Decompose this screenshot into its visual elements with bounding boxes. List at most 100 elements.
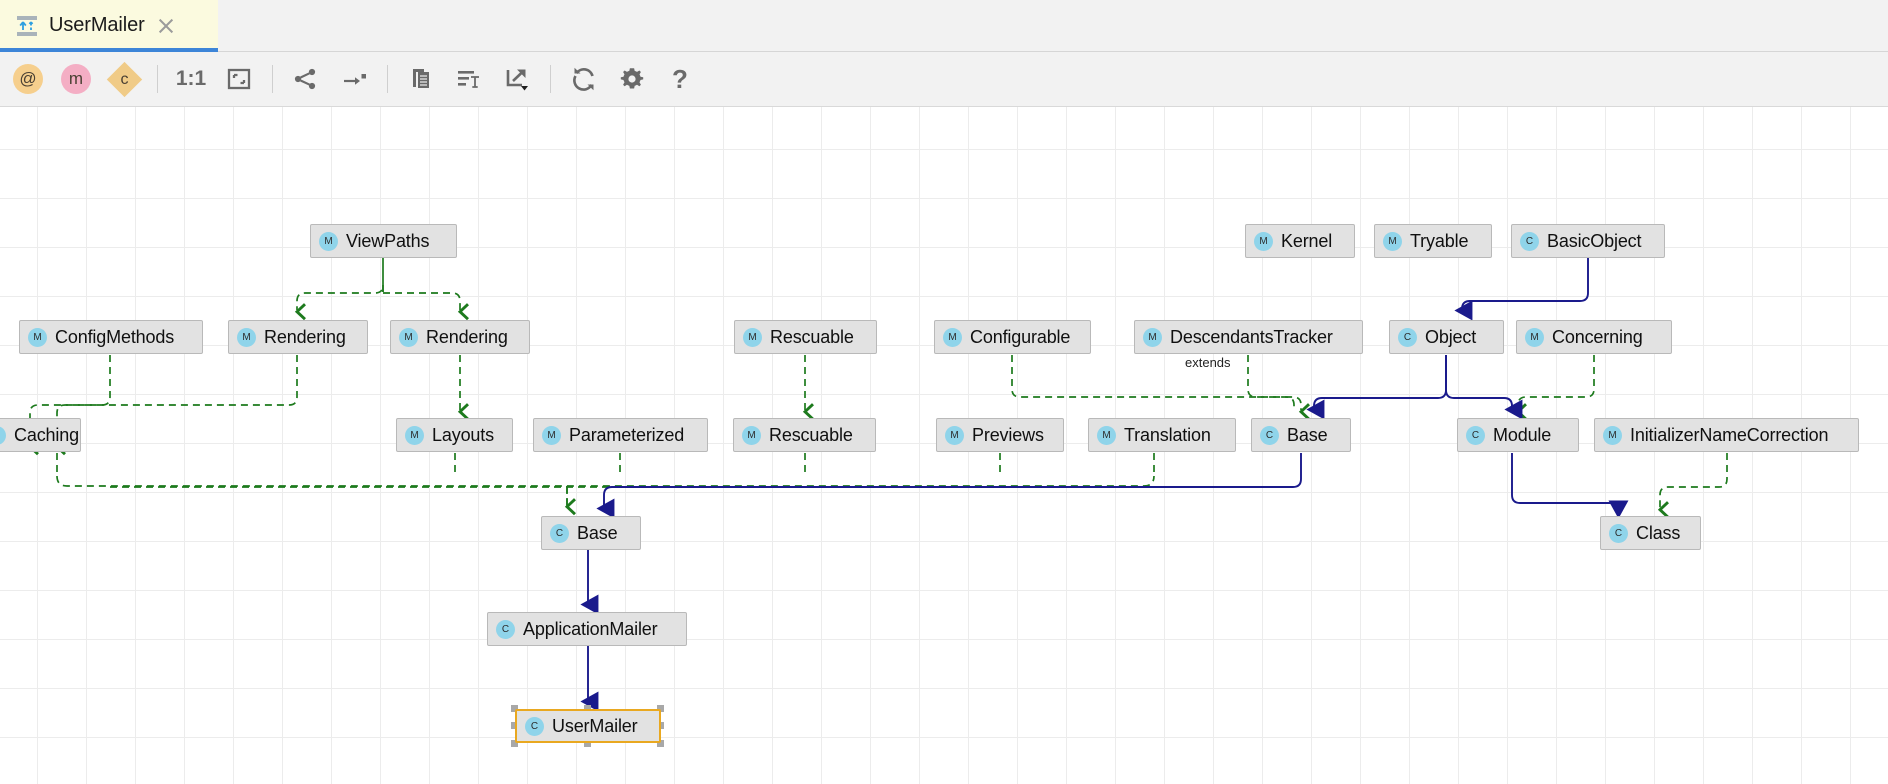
diagram-node-label: Rendering [264, 326, 346, 347]
edge-label-extends: extends [1185, 355, 1231, 370]
diagram-node-label: InitializerNameCorrection [1630, 424, 1829, 445]
diagram-node-concerning[interactable]: M Concerning [1516, 320, 1672, 354]
class-icon: C [550, 523, 569, 543]
diagram-node-initializername[interactable]: M InitializerNameCorrection [1594, 418, 1859, 452]
export-button[interactable] [493, 55, 541, 103]
selection-handle[interactable] [511, 705, 518, 712]
module-icon: M [743, 327, 762, 347]
diagram-node-label: Translation [1124, 424, 1211, 445]
show-constructors-button[interactable]: c [100, 55, 148, 103]
diagram-node-label: Base [1287, 424, 1328, 445]
diagram-node-tryable[interactable]: M Tryable [1374, 224, 1492, 258]
one-to-one-icon: 1:1 [175, 67, 207, 90]
toolbar-separator [157, 65, 158, 93]
diagram-node-applicationmailer[interactable]: C ApplicationMailer [487, 612, 687, 646]
fit-icon [227, 68, 251, 90]
diagram-node-label: Layouts [432, 424, 494, 445]
toolbar-separator [550, 65, 551, 93]
editor-tab-bar: UserMailer [0, 0, 1888, 52]
close-icon[interactable] [155, 15, 177, 37]
diagram-node-label: Object [1425, 326, 1477, 347]
diagram-node-base_main[interactable]: C Base [541, 516, 641, 550]
diagram-node-label: Parameterized [569, 424, 685, 445]
class-icon: C [1466, 425, 1485, 445]
selection-handle[interactable] [657, 705, 664, 712]
editor-tab-label: UserMailer [49, 14, 145, 36]
diagram-node-label: Previews [972, 424, 1044, 445]
diagram-node-label: Rescuable [770, 326, 854, 347]
export-icon [506, 69, 528, 91]
show-fields-button[interactable]: @ [4, 55, 52, 103]
question-mark-icon: ? [672, 63, 688, 94]
diagram-node-object[interactable]: C Object [1389, 320, 1504, 354]
module-icon: M [1525, 327, 1544, 347]
copy-diagram-button[interactable] [397, 55, 445, 103]
diagram-node-translation[interactable]: M Translation [1088, 418, 1236, 452]
toolbar-separator [272, 65, 273, 93]
diagram-node-rescuable_top[interactable]: M Rescuable [734, 320, 877, 354]
diagram-edges [0, 251, 1728, 712]
diagram-node-label: Configurable [970, 326, 1071, 347]
diagram-node-label: Rendering [426, 326, 508, 347]
c-diamond-icon: c [106, 61, 142, 97]
diagram-node-label: BasicObject [1547, 230, 1642, 251]
show-structure-button[interactable] [445, 55, 493, 103]
actual-size-button[interactable]: 1:1 [167, 55, 215, 103]
toolbar-separator [387, 65, 388, 93]
help-button[interactable]: ? [656, 55, 704, 103]
module-icon: M [405, 425, 424, 445]
copy-icon [413, 69, 429, 88]
diagram-node-label: ApplicationMailer [523, 618, 658, 639]
diagram-node-label: Caching [14, 424, 79, 445]
diagram-node-caching[interactable]: M Caching [0, 418, 81, 452]
editor-tab-usermailer[interactable]: UserMailer [0, 0, 218, 51]
module-icon: M [1097, 425, 1116, 445]
active-tab-underline [0, 48, 218, 52]
module-icon: M [742, 425, 761, 445]
class-icon: C [496, 619, 515, 639]
apply-layout-button[interactable] [330, 55, 378, 103]
diagram-node-label: DescendantsTracker [1170, 326, 1333, 347]
class-icon: C [1398, 327, 1417, 347]
class-icon: C [1520, 231, 1539, 251]
selection-handle[interactable] [584, 705, 591, 712]
fit-content-button[interactable] [215, 55, 263, 103]
diagram-node-basicobject[interactable]: C BasicObject [1511, 224, 1665, 258]
selection-handle[interactable] [657, 740, 664, 747]
diagram-node-label: Base [577, 522, 618, 543]
module-icon: M [1383, 231, 1402, 251]
module-icon: M [0, 425, 6, 445]
diagram-node-label: Concerning [1552, 326, 1643, 347]
selection-handle[interactable] [511, 740, 518, 747]
diagram-node-module[interactable]: C Module [1457, 418, 1579, 452]
selection-handle[interactable] [511, 722, 518, 729]
diagram-node-label: Kernel [1281, 230, 1333, 251]
diagram-node-layouts[interactable]: M Layouts [396, 418, 513, 452]
module-icon: M [319, 231, 338, 251]
module-icon: M [1603, 425, 1622, 445]
refresh-button[interactable] [560, 55, 608, 103]
show-methods-button[interactable]: m [52, 55, 100, 103]
selection-handle[interactable] [584, 740, 591, 747]
gear-icon [620, 68, 644, 89]
settings-button[interactable] [608, 55, 656, 103]
diagram-node-label: Module [1493, 424, 1552, 445]
module-icon: M [28, 327, 47, 347]
diagram-node-label: Tryable [1410, 230, 1469, 251]
layout-button[interactable] [282, 55, 330, 103]
